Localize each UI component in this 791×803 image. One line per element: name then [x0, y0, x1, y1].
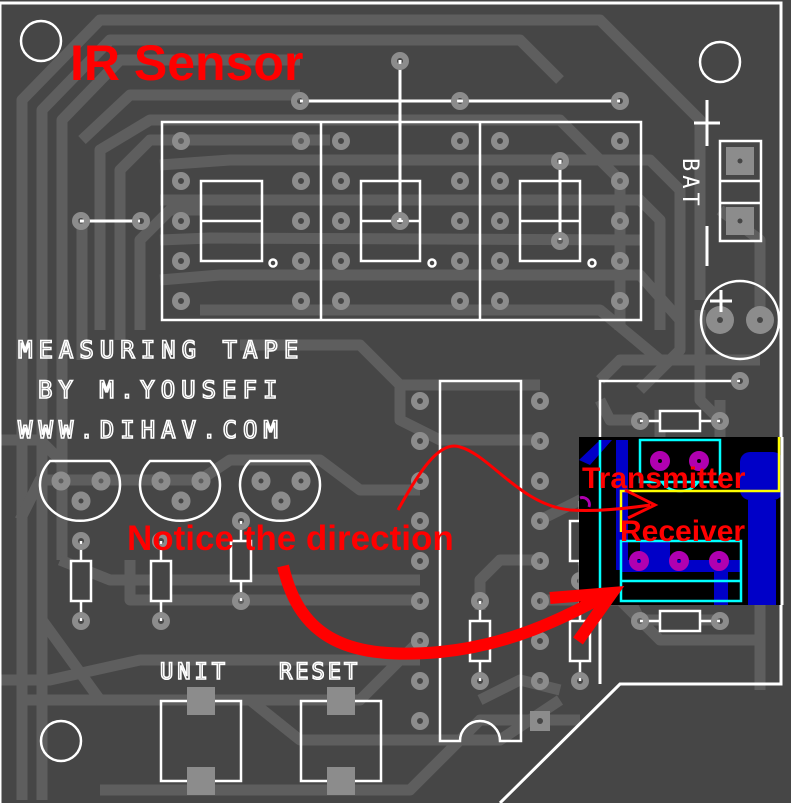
display-pads — [72, 52, 629, 310]
capacitor — [699, 279, 781, 361]
silk-line-2: BY M.YOUSEFI — [38, 376, 283, 404]
battery-connector — [694, 100, 763, 266]
battery-label: BAT — [677, 158, 702, 210]
silk-line-1: MEASURING TAPE — [18, 336, 304, 364]
push-button-reset — [299, 687, 383, 795]
title: IR Sensor — [70, 35, 303, 91]
transmitter-label: Transmitter — [582, 462, 746, 495]
push-button-unit — [159, 687, 243, 795]
unit-button-label: UNIT — [160, 660, 229, 685]
annotation-arrows — [277, 444, 659, 660]
transistors — [38, 459, 322, 522]
notice-direction-label: Notice the direction — [127, 519, 454, 558]
silk-line-3: WWW.DIHAV.COM — [18, 416, 284, 444]
mounting-hole-top-right — [698, 40, 742, 84]
ir-sensor-region — [579, 437, 784, 605]
mounting-hole-bottom-left — [39, 719, 83, 763]
reset-button-label: RESET — [279, 660, 360, 685]
mounting-hole-top-left — [19, 19, 63, 63]
receiver-label: Receiver — [620, 515, 745, 548]
